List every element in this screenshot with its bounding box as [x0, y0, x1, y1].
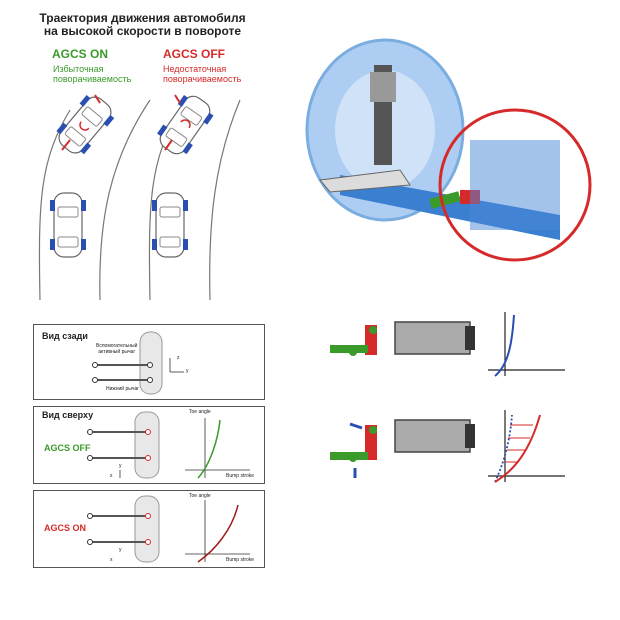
on-toe-angle: Toe angle: [189, 493, 211, 499]
force-arrow-1: [61, 139, 71, 151]
top-view-title: Вид сверху: [42, 410, 94, 420]
car-straight-left: [50, 192, 86, 258]
spring: [370, 72, 396, 102]
on-axis-y: y: [119, 547, 122, 553]
on-chart-curve: [197, 504, 239, 563]
top-view-on-label: AGCS ON: [44, 523, 87, 533]
agcs-off-label: AGCS OFF: [163, 47, 225, 61]
force-arrow-4: [174, 94, 181, 104]
force-arrow-3: [164, 139, 173, 151]
car-understeer: [157, 95, 214, 155]
understeer-line2: поворачиваемость: [163, 74, 242, 84]
oversteer-caption: Избыточная поворачиваемость: [53, 64, 131, 84]
actuator2-blue-arrow-up: [349, 422, 363, 430]
car-straight-right: [152, 192, 188, 258]
off-axis-y: y: [119, 463, 122, 469]
actuator2-end: [465, 424, 475, 448]
suspension-render: [305, 38, 592, 262]
top-view-off-label: AGCS OFF: [44, 443, 91, 453]
road-line-right-2: [209, 99, 241, 301]
upper-arm-label: Вспомогательный активный рычаг: [96, 343, 137, 355]
green-arm: [429, 191, 461, 209]
on-wheel: [134, 495, 160, 563]
car-oversteer: [56, 95, 115, 155]
actuator1-green-arm: [330, 345, 368, 353]
zoom-circle: [438, 108, 592, 262]
understeer-line1: Недостаточная: [163, 64, 227, 74]
on-bump-stroke: Bump stroke: [226, 557, 255, 563]
actuator1-end: [465, 326, 475, 350]
zoom-detail: [470, 140, 560, 230]
control-arm: [319, 169, 411, 193]
graph1-curve: [494, 314, 515, 377]
road-line-left-2: [99, 99, 151, 301]
off-bump-stroke: Bump stroke: [226, 473, 255, 479]
lower-arm-label: Нижний рычаг: [106, 386, 140, 392]
upper-arm-line1: Вспомогательный: [96, 343, 138, 349]
trajectory-title-line2: на высокой скорости в повороте: [43, 24, 242, 38]
actuator1-body: [394, 321, 471, 355]
off-axis-x: x: [110, 473, 113, 479]
force-arrow-2: [94, 94, 101, 104]
actuator2-body: [394, 419, 471, 453]
agcs-on-label: AGCS ON: [52, 47, 109, 61]
oversteer-line2: поворачиваемость: [53, 74, 132, 84]
upper-arm-line2: активный рычаг: [98, 349, 136, 355]
off-toe-angle: Toe angle: [189, 409, 211, 415]
off-chart-curve: [197, 419, 221, 479]
trajectory-title-line1: Траектория движения автомобиля: [39, 11, 246, 25]
on-axis-x: x: [110, 557, 113, 563]
rear-axis-y: y: [186, 368, 189, 374]
trajectory-title: Траектория движения автомобиля на высоко…: [30, 12, 255, 38]
oversteer-line1: Избыточная: [53, 64, 104, 74]
understeer-caption: Недостаточная поворачиваемость: [163, 64, 241, 84]
graph2-curve: [494, 414, 541, 483]
rear-axis-z: z: [177, 355, 180, 361]
trajectory-diagram: [38, 94, 241, 301]
actuator2-green-arm: [330, 452, 368, 460]
rear-view-title: Вид сзади: [42, 331, 88, 341]
off-wheel: [134, 411, 160, 479]
